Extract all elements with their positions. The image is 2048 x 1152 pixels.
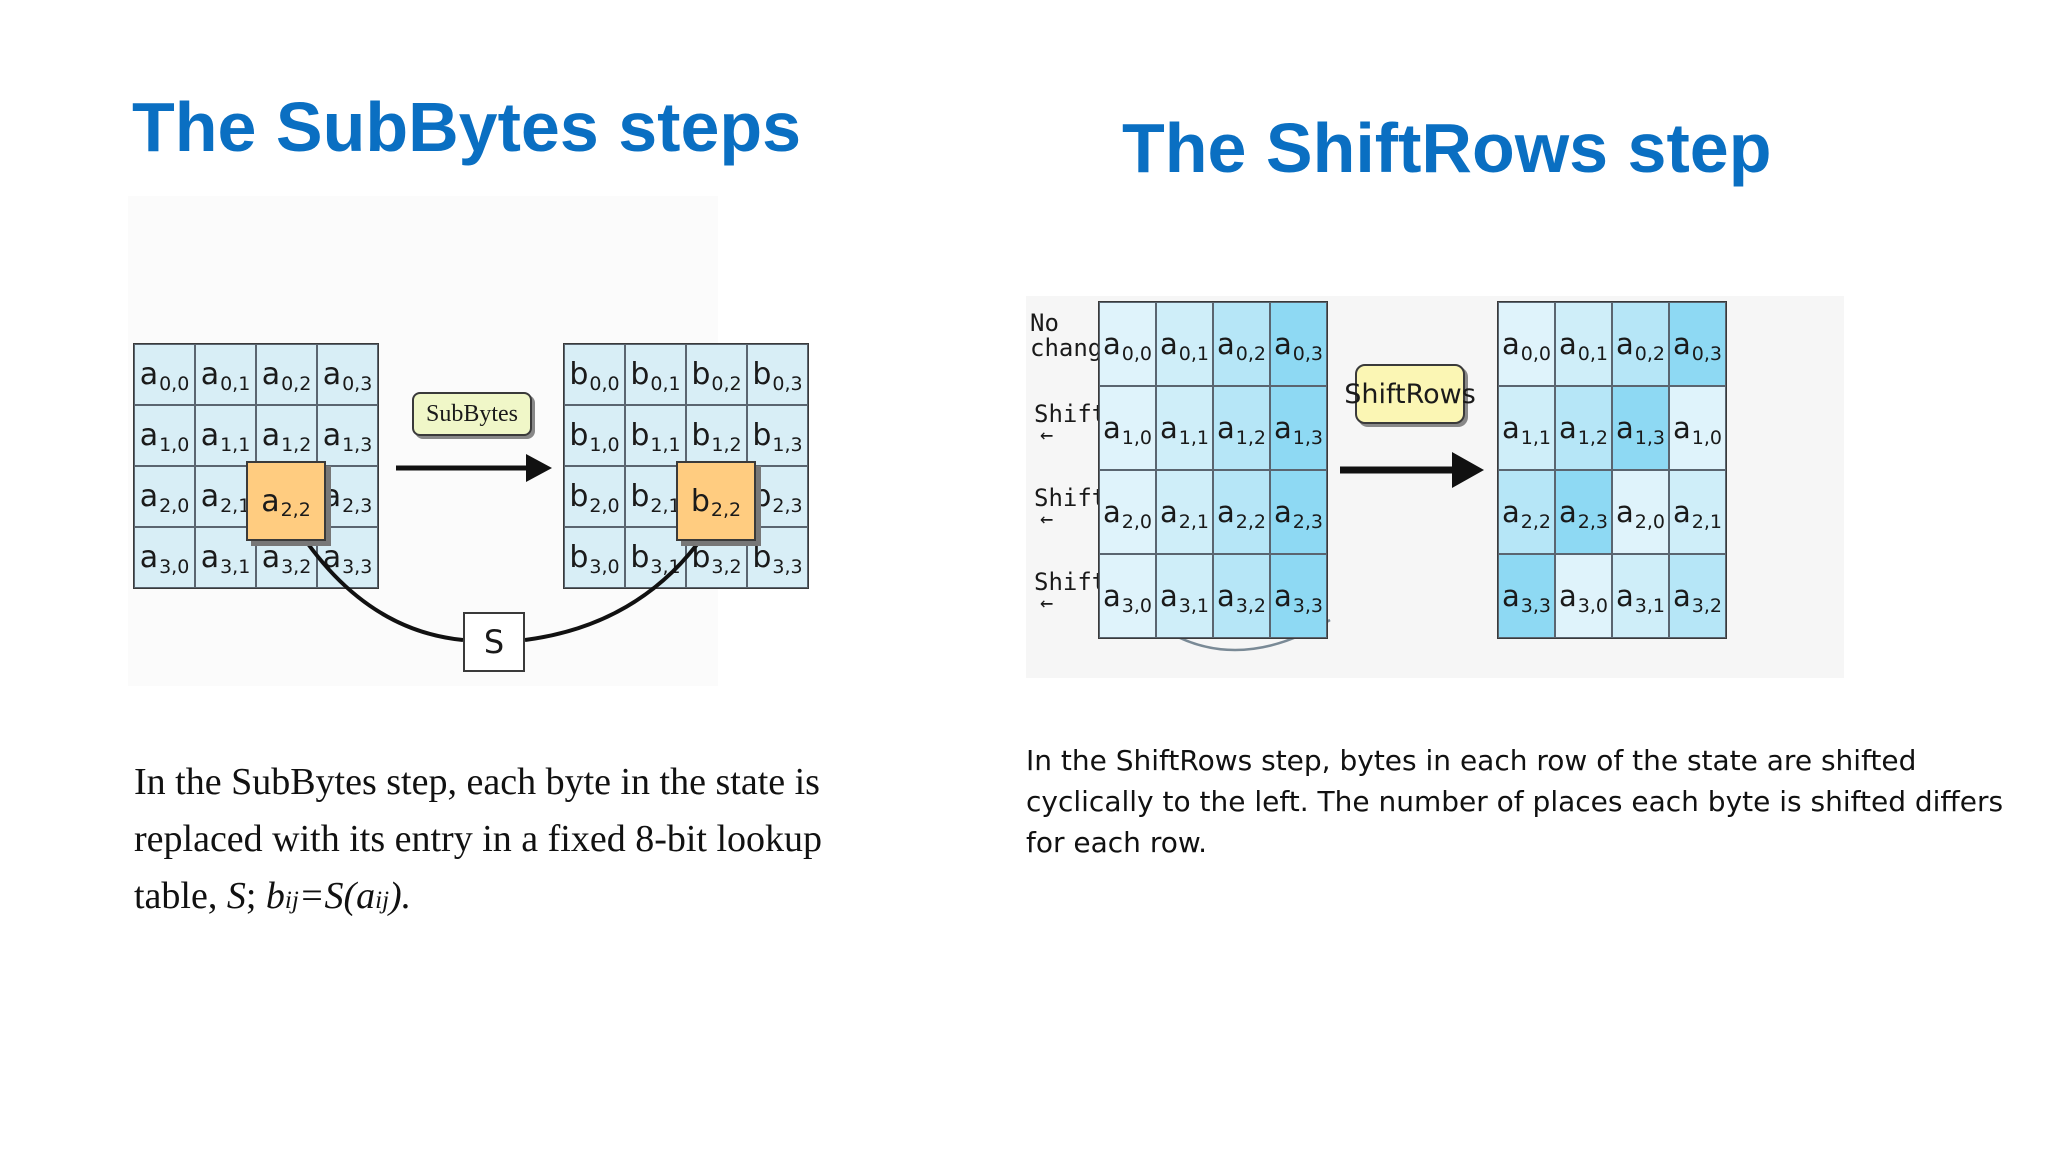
shiftrows-caption: In the ShiftRows step, bytes in each row…	[1026, 744, 2004, 859]
sbox-lookup-box: S	[463, 612, 525, 672]
shiftrows-operation-label: ShiftRows	[1344, 364, 1476, 424]
subbytes-caption: In the SubBytes step, each byte in the s…	[134, 761, 823, 917]
subbytes-operation-label: SubBytes	[412, 392, 532, 436]
shiftrows-title: The ShiftRows step	[1122, 109, 1772, 187]
subbytes-title: The SubBytes steps	[132, 88, 802, 166]
